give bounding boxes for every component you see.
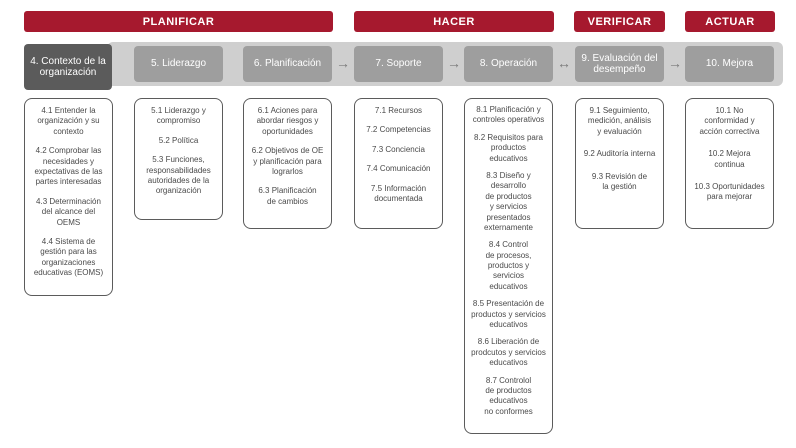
arrow-right-icon: → — [447, 55, 461, 71]
detail-item: 4.4 Sistema de gestión para las organiza… — [33, 236, 104, 278]
detail-item: 7.1 Recursos — [374, 106, 423, 115]
detail-item: 7.5 Información documentada — [370, 183, 427, 203]
detail-item: 8.6 Liberación de prodcutos y servicios … — [471, 337, 546, 368]
detail-item: 6.1 Aciones para abordar riesgos y oport… — [256, 106, 319, 136]
step-contexto: 4. Contexto de la organización — [24, 44, 112, 90]
detail-item: 8.7 Controlol de productos educativos no… — [484, 375, 533, 416]
detail-item: 9.1 Seguimiento, medición, análisis y ev… — [587, 106, 652, 136]
detail-item: 4.3 Determinación del alcance del OEMS — [36, 196, 101, 227]
detail-item: 4.1 Entender la organización y su contex… — [37, 106, 100, 136]
arrow-right-icon: → — [668, 55, 682, 71]
detail-box-operacion: 8.1 Planificación y controles operativos… — [464, 98, 553, 434]
phase-planificar: PLANIFICAR — [24, 11, 333, 32]
detail-item: 8.2 Requisitos para productos educativos — [474, 132, 543, 163]
detail-item: 9.3 Revisión de la gestión — [591, 171, 648, 191]
detail-item: 6.2 Objetivos de OE y planificación para… — [251, 146, 324, 176]
step-operacion: 8. Operación — [464, 46, 553, 82]
detail-box-planificacion: 6.1 Aciones para abordar riesgos y oport… — [243, 98, 332, 229]
phase-verificar: VERIFICAR — [574, 11, 665, 32]
detail-item: 10.2 Mejora continua — [708, 149, 751, 169]
detail-item: 5.2 Política — [158, 135, 199, 145]
step-planificacion: 6. Planificación — [243, 46, 332, 82]
detail-item: 5.1 Liderazgo y compromiso — [151, 106, 206, 126]
detail-item: 4.2 Comprobar las necesidades y expectat… — [34, 146, 103, 187]
detail-item: 8.1 Planificación y controles operativos — [472, 105, 545, 125]
detail-item: 5.3 Funciones, responsabilidades autorid… — [146, 155, 211, 196]
detail-box-evaluacion: 9.1 Seguimiento, medición, análisis y ev… — [575, 98, 664, 229]
detail-item: 7.3 Conciencia — [372, 144, 425, 154]
phase-hacer: HACER — [354, 11, 554, 32]
detail-item: 6.3 Planificación de cambios — [258, 186, 317, 206]
detail-item: 9.2 Auditoría interna — [583, 149, 656, 159]
detail-item: 8.5 Presentación de productos y servicio… — [471, 299, 546, 330]
detail-item: 8.4 Control de procesos, productos y ser… — [485, 240, 532, 291]
phase-actuar: ACTUAR — [685, 11, 775, 32]
detail-item: 7.4 Comunicación — [366, 164, 431, 174]
detail-item: 7.2 Competencias — [366, 125, 431, 135]
step-liderazgo: 5. Liderazgo — [134, 46, 223, 82]
detail-box-mejora: 10.1 No conformidad y acción correctiva … — [685, 98, 774, 229]
step-evaluacion: 9. Evaluación del desempeño — [575, 46, 664, 82]
step-soporte: 7. Soporte — [354, 46, 443, 82]
detail-box-liderazgo: 5.1 Liderazgo y compromiso 5.2 Política … — [134, 98, 223, 220]
arrow-both-icon: ↔ — [557, 55, 571, 71]
detail-item: 10.1 No conformidad y acción correctiva — [699, 106, 760, 136]
detail-box-contexto: 4.1 Entender la organización y su contex… — [24, 98, 113, 296]
arrow-right-icon: → — [336, 55, 350, 71]
detail-box-soporte: 7.1 Recursos 7.2 Competencias 7.3 Concie… — [354, 98, 443, 229]
step-mejora: 10. Mejora — [685, 46, 774, 82]
detail-item: 10.3 Oportunidades para mejorar — [694, 181, 765, 202]
detail-item: 8.3 Diseño y desarrollo de productos y s… — [484, 170, 533, 232]
